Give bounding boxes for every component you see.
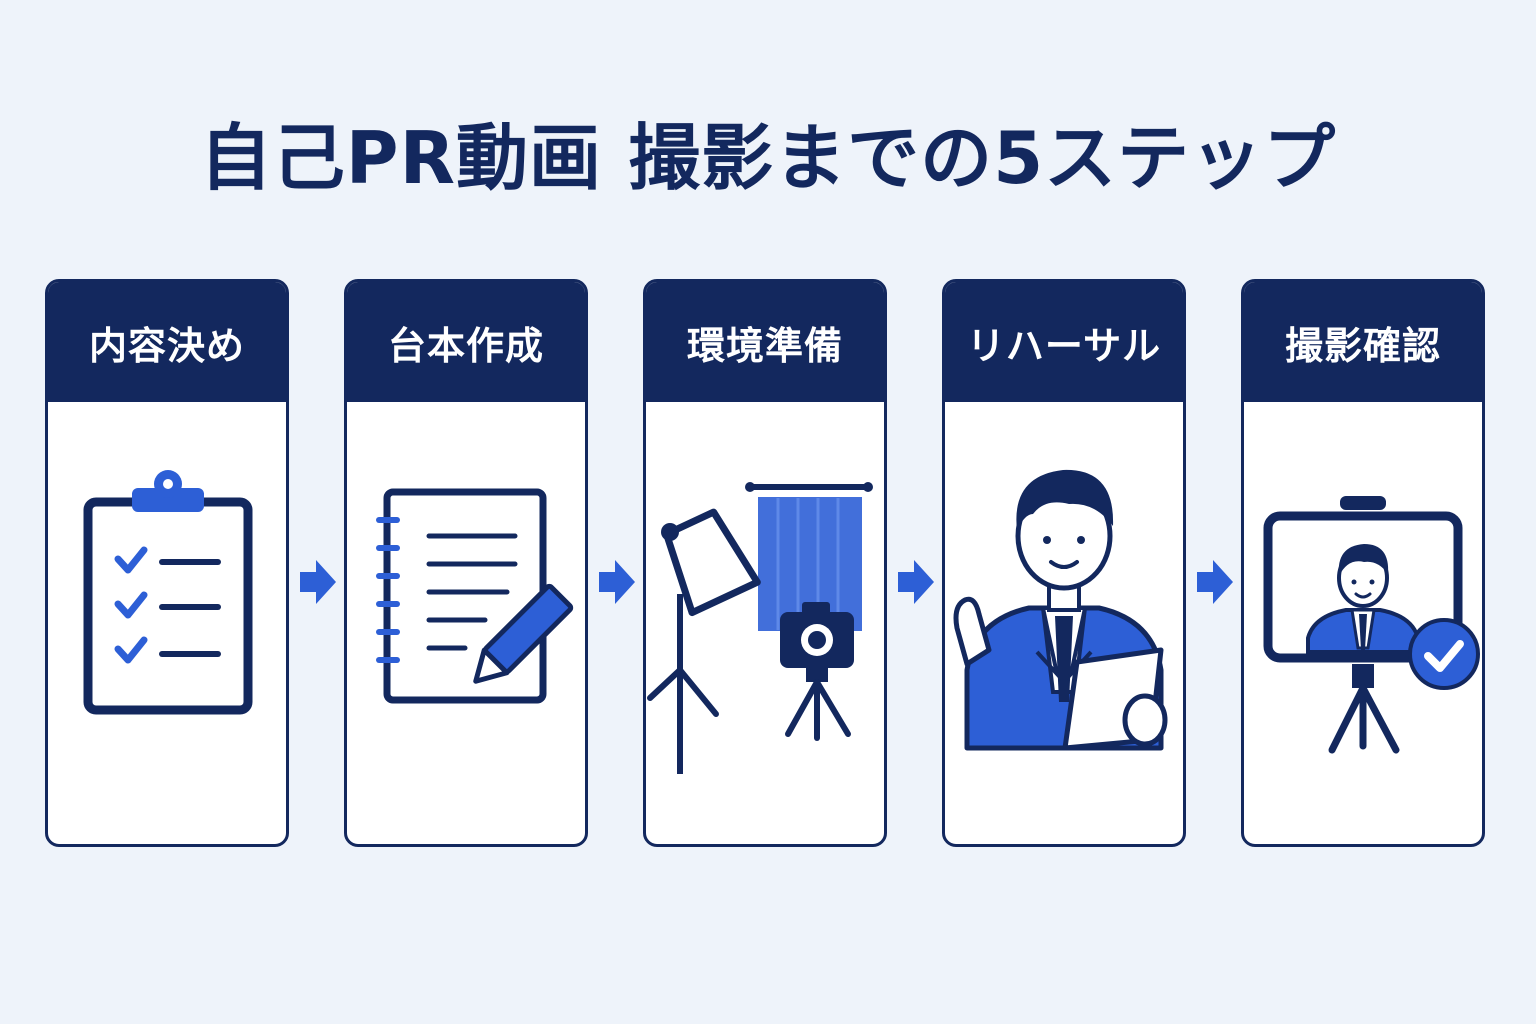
step-card-5: 撮影確認 — [1241, 279, 1485, 847]
script-notebook-pencil-icon — [376, 488, 574, 704]
step-label-1: 内容決め — [48, 282, 286, 402]
step-label-4: リハーサル — [945, 282, 1183, 402]
video-screen-check-icon — [1263, 496, 1480, 754]
step-card-2: 台本作成 — [344, 279, 588, 847]
right-arrow-icon — [898, 560, 934, 604]
page-title: 自己PR動画 撮影までの5ステップ — [199, 116, 1337, 200]
right-arrow-icon — [1197, 560, 1233, 604]
presenter-rehearsal-icon — [953, 469, 1168, 751]
step-label-2: 台本作成 — [347, 282, 585, 402]
step-card-1: 内容決め — [45, 279, 289, 847]
step-body-5 — [1244, 402, 1482, 844]
step-label-3: 環境準備 — [646, 282, 884, 402]
step-label-5: 撮影確認 — [1244, 282, 1482, 402]
right-arrow-icon — [300, 560, 336, 604]
step-body-3 — [646, 402, 884, 844]
clipboard-checklist-icon — [83, 470, 253, 715]
step-body-2 — [347, 402, 585, 844]
light-curtain-camera-icon — [647, 482, 873, 774]
step-card-3: 環境準備 — [643, 279, 887, 847]
right-arrow-icon — [599, 560, 635, 604]
step-card-4: リハーサル — [942, 279, 1186, 847]
step-body-1 — [48, 402, 286, 844]
step-body-4 — [945, 402, 1183, 844]
